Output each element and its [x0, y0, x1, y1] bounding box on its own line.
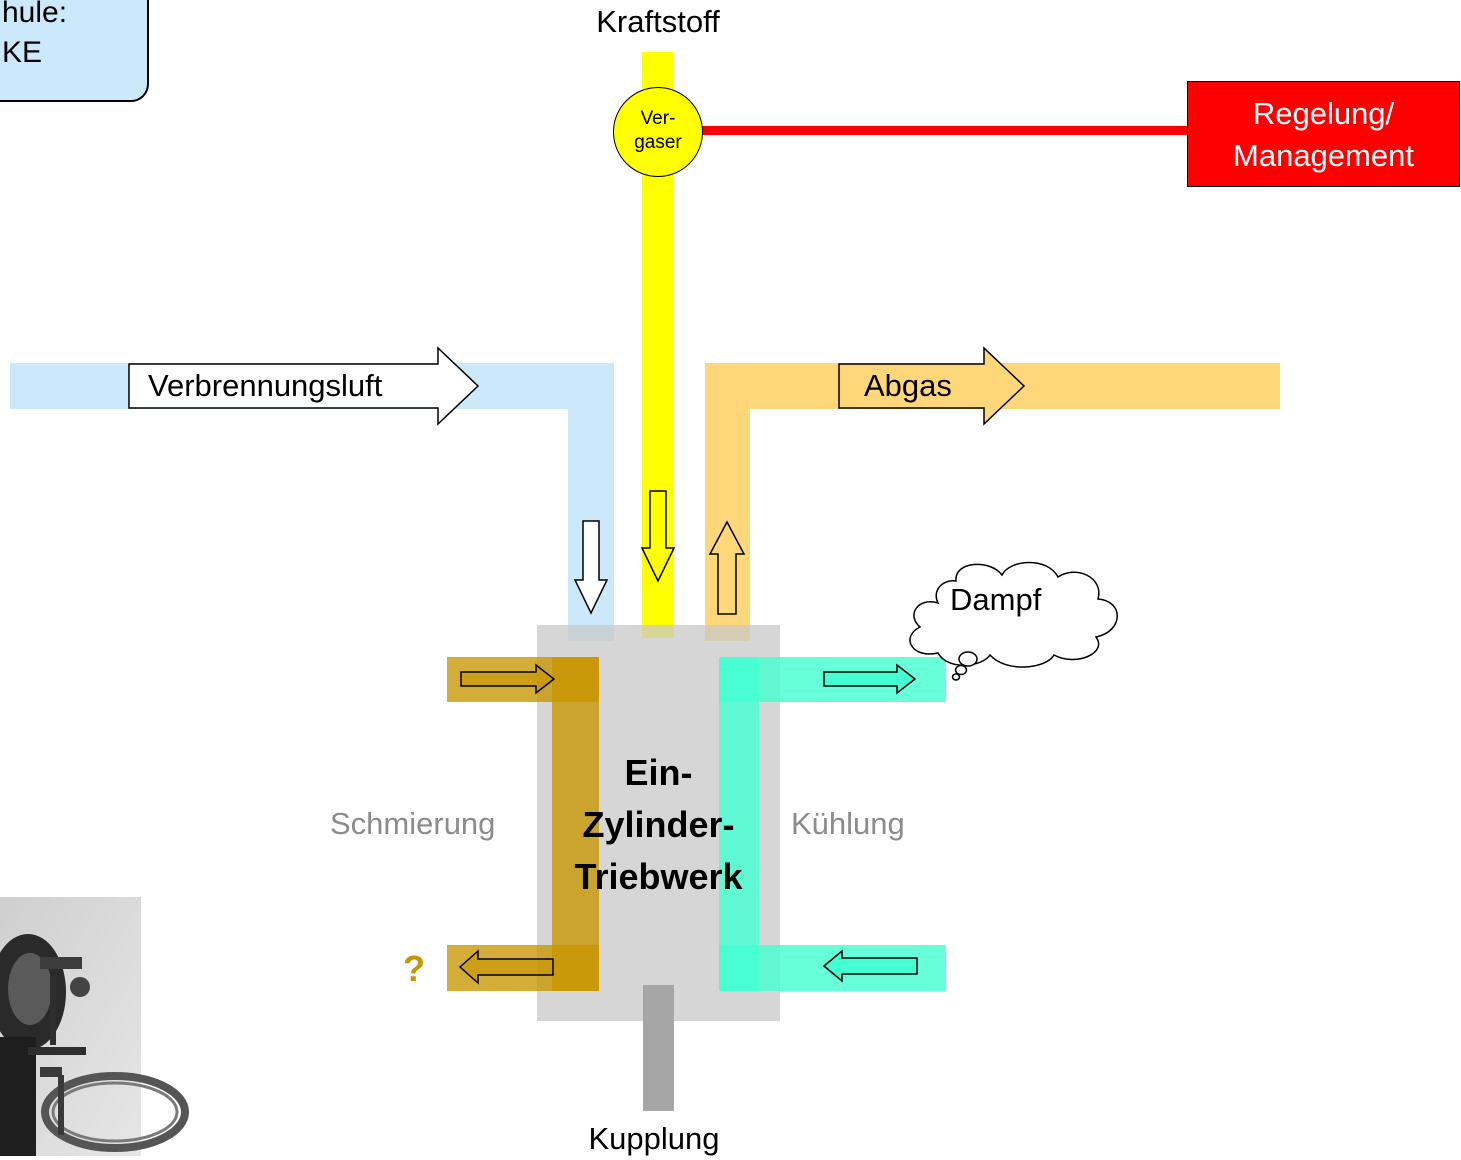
lubrication-in-arrow	[460, 663, 556, 695]
exhaust-up-arrow	[708, 520, 746, 615]
carburetor-label-line-2: gaser	[634, 132, 682, 153]
steam-cloud	[909, 561, 1118, 681]
cooling-in-arrow	[822, 949, 918, 983]
engine-label-line-1: Ein-	[624, 752, 693, 793]
engine-photo	[0, 897, 189, 1156]
note-line-2: KE	[2, 36, 43, 69]
air-label: Verbrennungsluft	[148, 368, 383, 403]
air-arrow	[128, 346, 480, 426]
carburetor	[613, 87, 703, 177]
cooling-label: Kühlung	[791, 806, 905, 841]
control-line	[700, 126, 1190, 135]
steam-label: Dampf	[950, 582, 1042, 617]
air-down-arrow	[573, 520, 609, 615]
engine-label-line-2: Zylinder-	[582, 804, 735, 845]
lubrication-out-arrow	[458, 949, 554, 985]
control-label-line-2: Management	[1233, 138, 1414, 173]
lubrication-label: Schmierung	[330, 806, 496, 841]
note-box	[0, 0, 149, 102]
lubrication-vertical	[552, 657, 599, 991]
engine-label-line-3: Triebwerk	[574, 856, 743, 897]
fuel-down-arrow	[640, 490, 676, 583]
fuel-label: Kraftstoff	[596, 4, 720, 39]
cooling-out-arrow	[823, 663, 917, 695]
note-line-1: hule:	[2, 0, 68, 29]
exhaust-label: Abgas	[864, 368, 952, 403]
control-box	[1187, 81, 1460, 187]
cooling-vertical	[719, 657, 759, 991]
lubrication-question-mark: ?	[403, 948, 425, 989]
output-label: Kupplung	[588, 1121, 720, 1156]
output-shaft	[643, 985, 674, 1111]
exhaust-arrow	[838, 346, 1026, 426]
carburetor-label-line-1: Ver-	[640, 108, 676, 129]
control-label-line-1: Regelung/	[1252, 96, 1395, 131]
